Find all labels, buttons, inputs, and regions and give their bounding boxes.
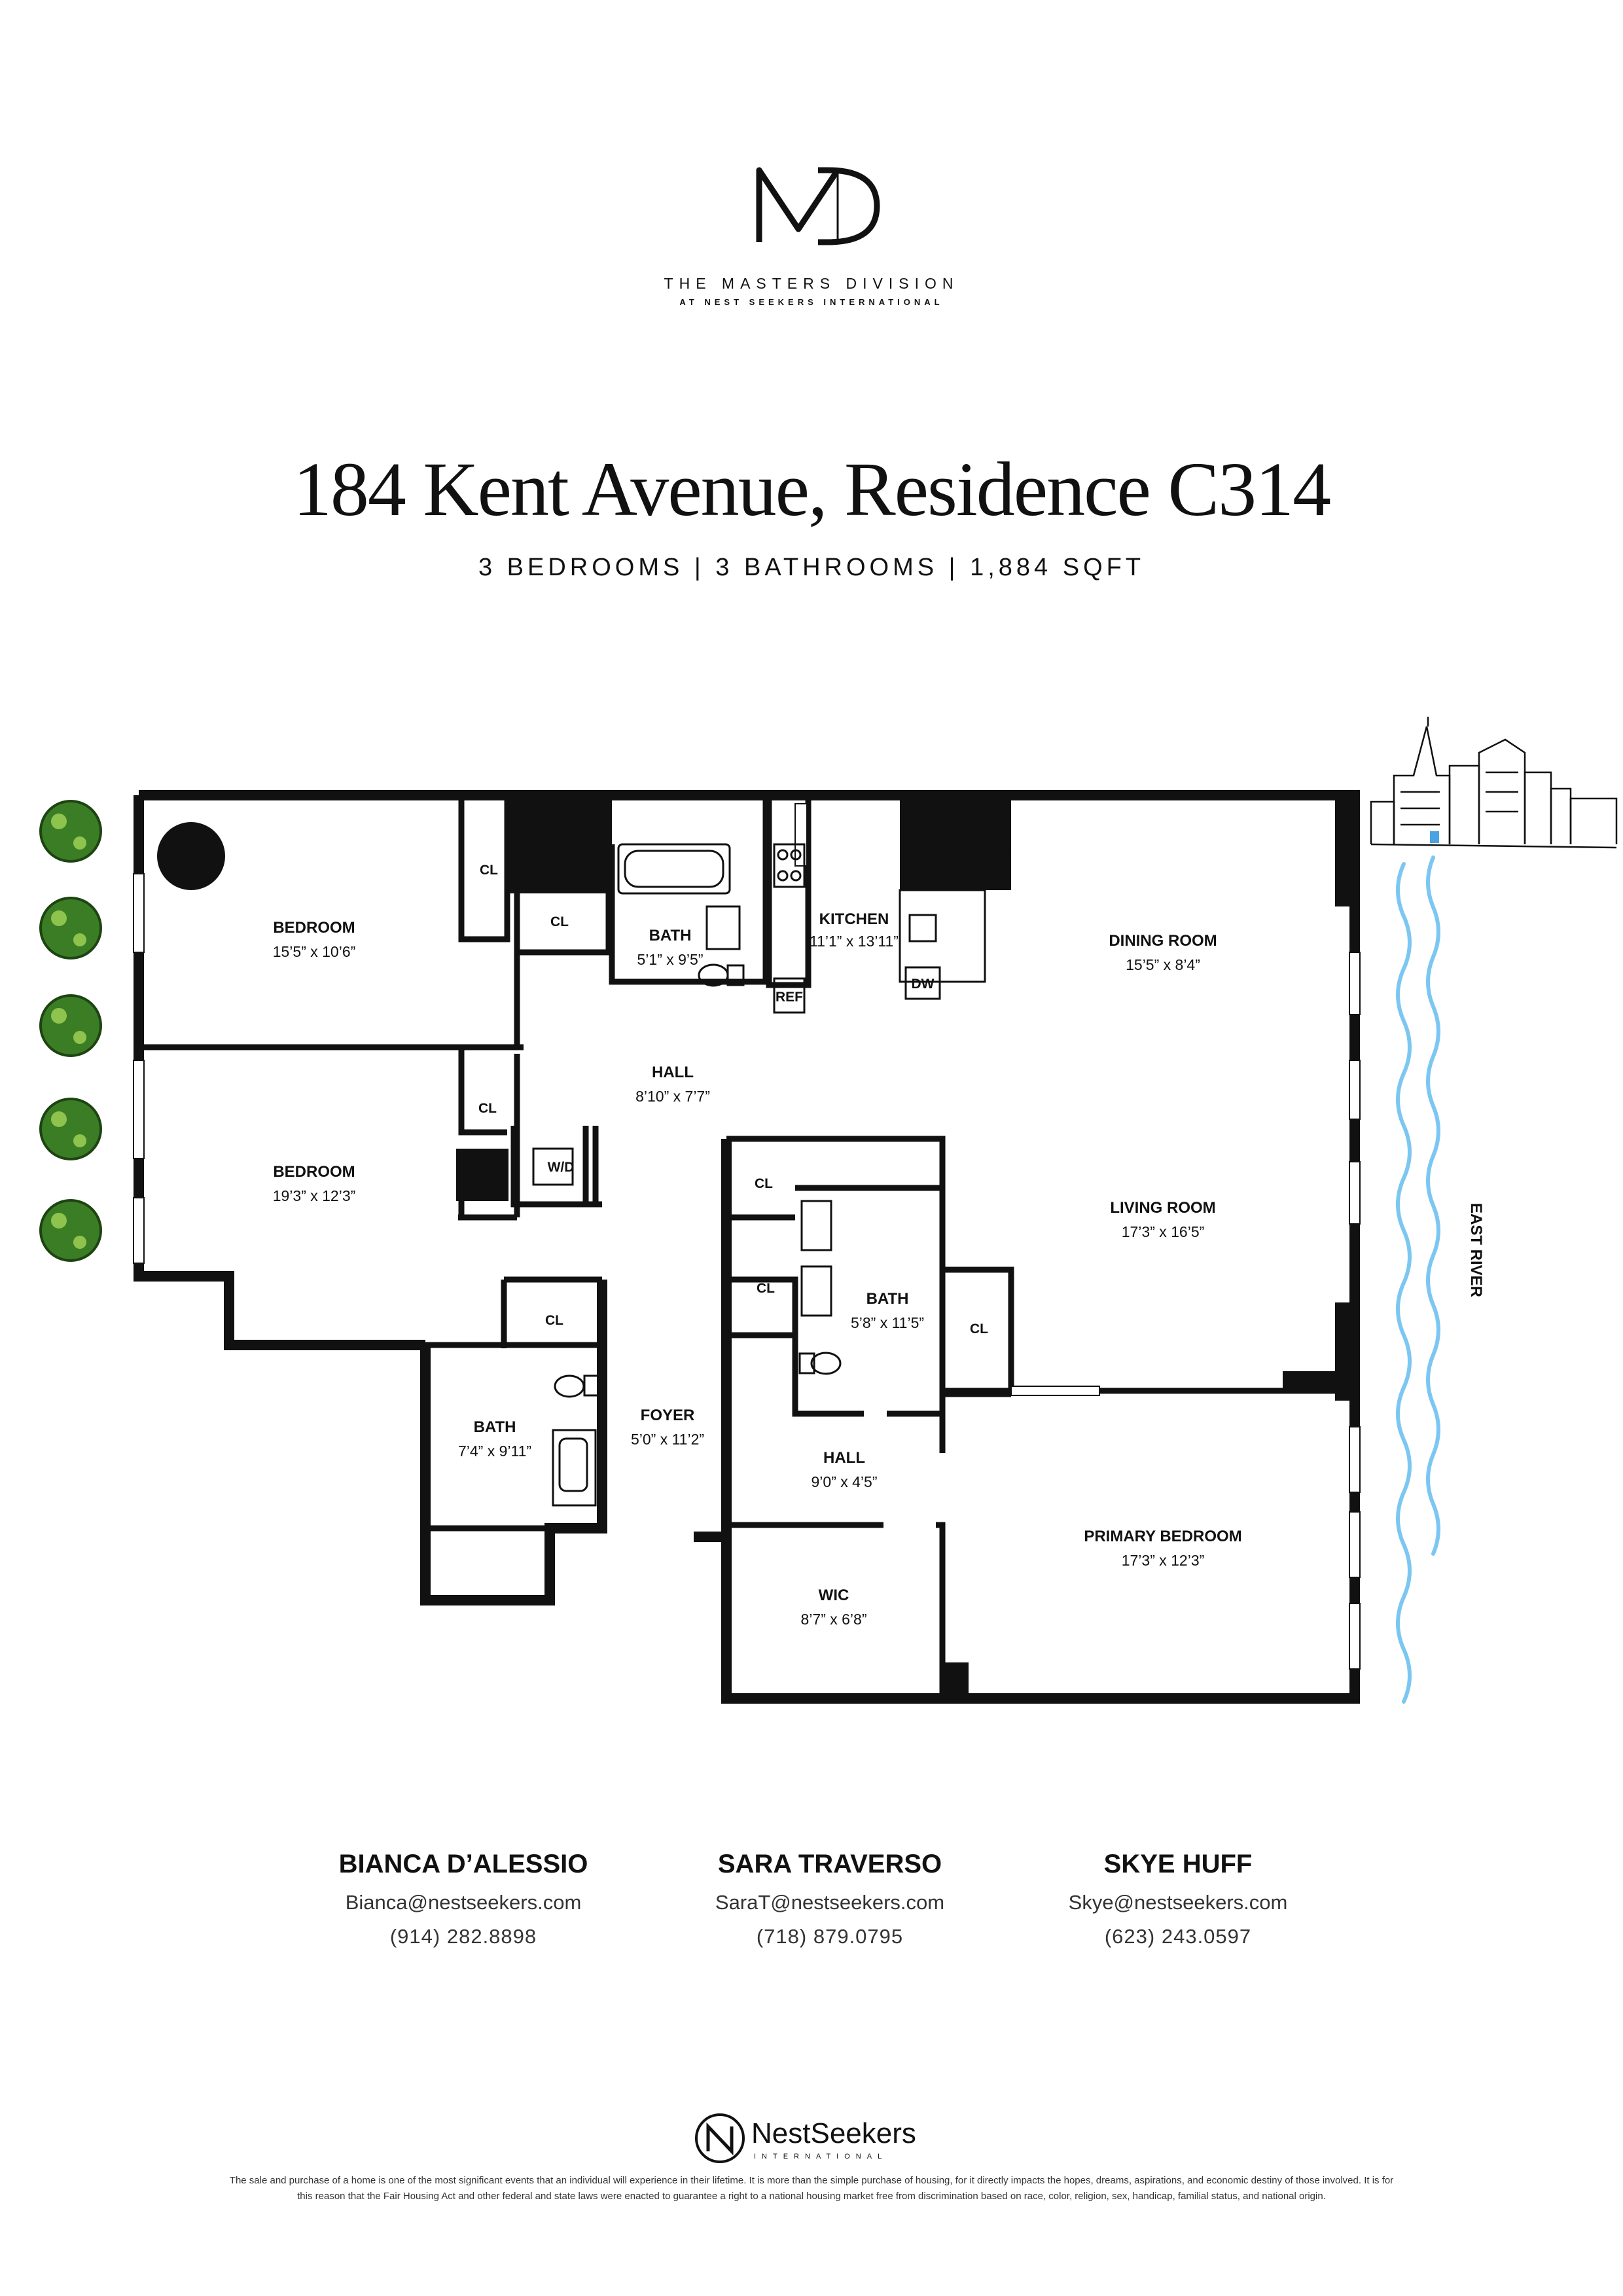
property-summary: 3 BEDROOMS | 3 BATHROOMS | 1,884 SQFT [478,554,1145,581]
room-dimensions: 17’3” x 16’5” [1122,1223,1205,1240]
closet-label: CL [550,914,569,929]
disclaimer-line: The sale and purchase of a home is one o… [229,2175,1394,2186]
room-name: KITCHEN [819,910,889,928]
room-dimensions: 19’3” x 12’3” [273,1187,356,1204]
room-dimensions: 15’5” x 8’4” [1126,956,1200,973]
agent-name: SARA TRAVERSO [717,1850,942,1878]
river-label: EAST RIVER [1467,1203,1485,1297]
refrigerator-label: REF [776,990,803,1005]
room-name: BATH [649,927,692,944]
fixtures [532,843,986,1507]
room-dimensions: 5’8” x 11’5” [851,1314,924,1331]
closet-label: CL [480,863,498,878]
agent-phone[interactable]: (718) 879.0795 [756,1925,904,1948]
nestseekers-subtitle: INTERNATIONAL [754,2153,887,2161]
agent-email[interactable]: Skye@nestseekers.com [1068,1891,1288,1914]
room-name: BEDROOM [273,919,355,937]
agent-card: SKYE HUFF Skye@nestseekers.com (623) 243… [1008,1850,1348,1948]
interior-walls [139,795,1355,1698]
room-dimensions: 5’0” x 11’2” [631,1431,704,1448]
room-name: BEDROOM [273,1163,355,1181]
skyline-illustration [1370,717,1618,849]
fair-housing-disclaimer: The sale and purchase of a home is one o… [137,2173,1486,2204]
room-name: DINING ROOM [1109,932,1217,950]
nestseekers-logo: NestSeekers INTERNATIONAL [695,2113,916,2163]
agent-name: BIANCA D’ALESSIO [338,1850,588,1878]
agent-name: SKYE HUFF [1103,1850,1253,1878]
room-dimensions: 8’10” x 7’7” [635,1088,710,1105]
brand-subtitle: AT NEST SEEKERS INTERNATIONAL [679,297,944,307]
agent-card: BIANCA D’ALESSIO Bianca@nestseekers.com … [293,1850,633,1948]
structural-columns [157,795,1355,1698]
closet-label: CL [757,1281,775,1296]
page-title: 184 Kent Avenue, Residence C314 [293,446,1331,532]
room-name: BATH [474,1418,516,1436]
room-dimensions: 17’3” x 12’3” [1122,1552,1205,1569]
room-name: LIVING ROOM [1110,1199,1215,1217]
agent-phone[interactable]: (914) 282.8898 [389,1925,537,1948]
brand-name: THE MASTERS DIVISION [664,275,959,292]
skyline-accent [1430,831,1439,843]
room-name: BATH [866,1290,909,1308]
agent-email[interactable]: Bianca@nestseekers.com [345,1891,582,1914]
disclaimer-line: this reason that the Fair Housing Act an… [297,2191,1326,2202]
room-name: HALL [823,1449,865,1467]
room-dimensions: 9’0” x 4’5” [812,1473,878,1490]
room-name: WIC [819,1587,849,1604]
room-name: FOYER [641,1407,695,1424]
dishwasher-label: DW [912,977,935,992]
room-dimensions: 8’7” x 6’8” [801,1611,867,1628]
tree-icons [39,800,102,1262]
masters-division-logo [756,167,880,245]
room-name: HALL [652,1064,694,1081]
room-dimensions: 11’1” x 13’11” [810,933,899,950]
river-waves [1396,855,1440,1704]
washer-dryer-label: W/D [548,1160,575,1175]
closet-label: CL [970,1321,988,1336]
agent-email[interactable]: SaraT@nestseekers.com [715,1891,945,1914]
closet-label: CL [478,1101,497,1116]
room-dimensions: 7’4” x 9’11” [458,1443,531,1460]
nestseekers-wordmark: NestSeekers [751,2117,916,2149]
closet-label: CL [755,1176,773,1191]
closet-label: CL [545,1313,563,1328]
room-dimensions: 15’5” x 10’6” [273,943,356,960]
room-name: PRIMARY BEDROOM [1084,1528,1241,1545]
agent-card: SARA TRAVERSO SaraT@nestseekers.com (718… [660,1850,1000,1948]
agent-phone[interactable]: (623) 243.0597 [1104,1925,1252,1948]
room-dimensions: 5’1” x 9’5” [637,951,704,968]
